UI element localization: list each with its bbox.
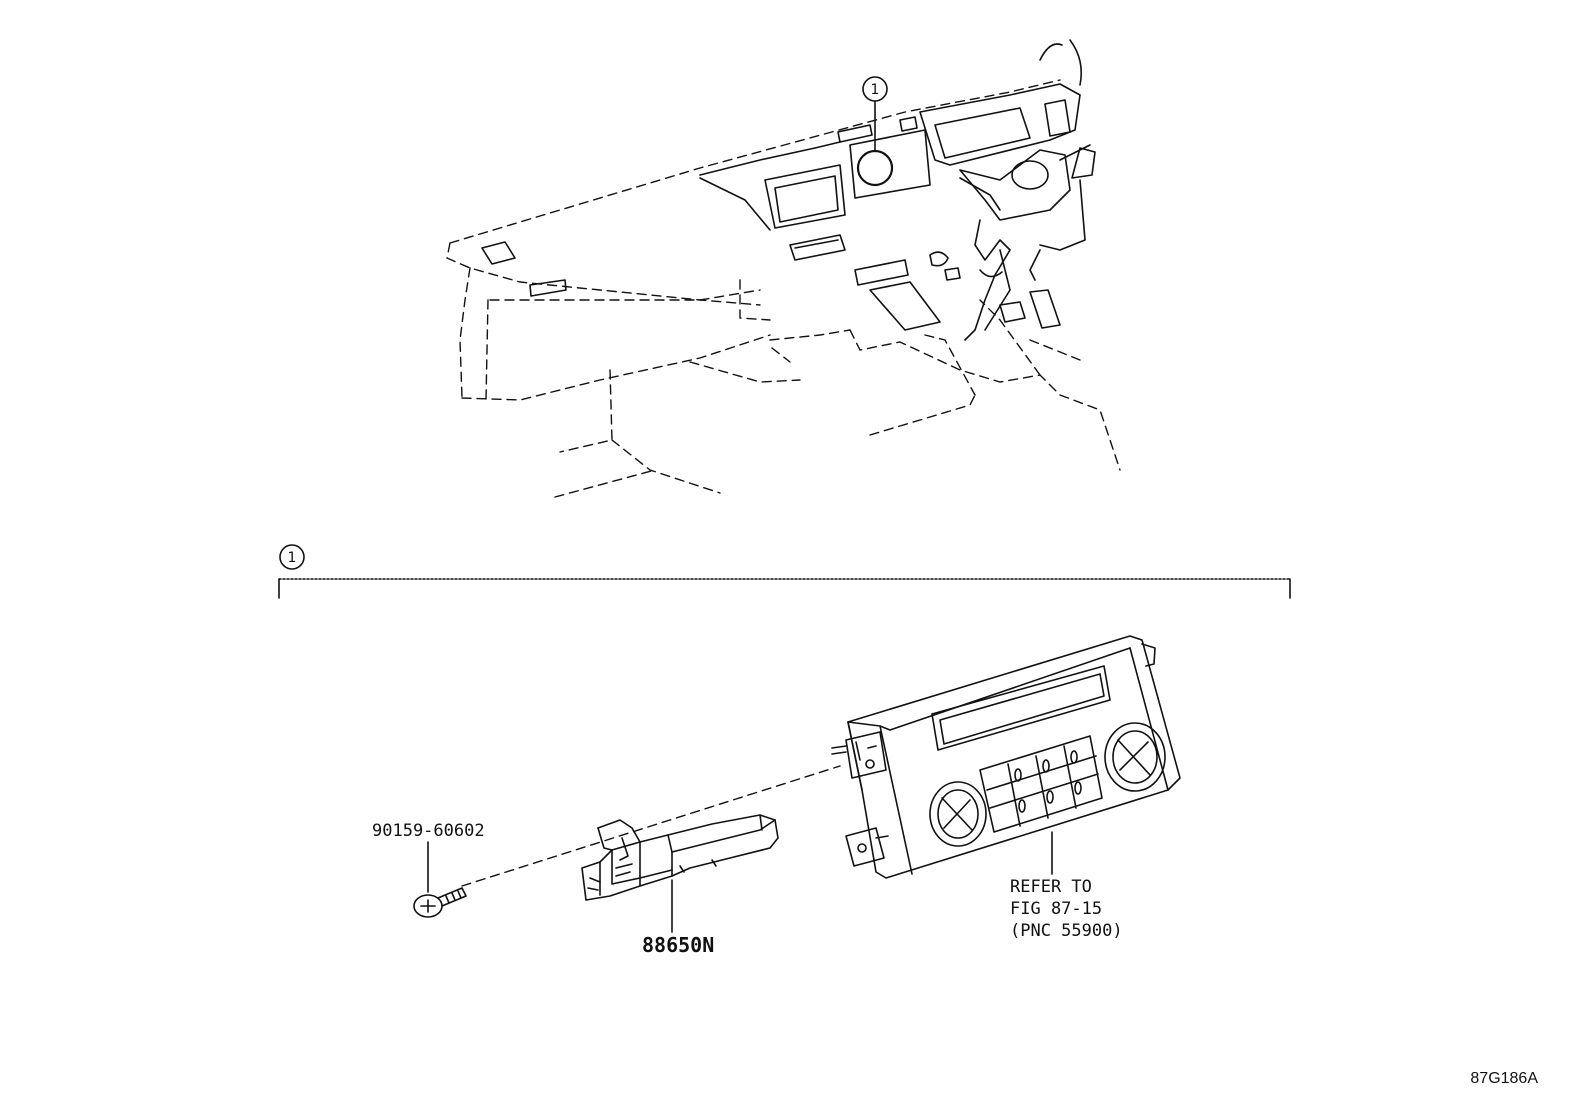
refer-note-line1: REFER TO — [1010, 877, 1092, 897]
assembly-line — [461, 765, 841, 887]
control-panel-part — [831, 635, 1181, 879]
screw-part — [413, 841, 467, 918]
screw-part-number: 90159-60602 — [372, 821, 485, 841]
section-bracket: 1 — [278, 544, 1291, 599]
ref-marker-circle — [862, 76, 888, 102]
ref-marker-label: 1 — [871, 82, 880, 98]
refer-note-line3: (PNC 55900) — [1010, 921, 1123, 941]
sensor-part-number: 88650N — [642, 933, 714, 957]
dashboard-illustration: 1 — [446, 39, 1121, 498]
section-marker-circle — [279, 544, 305, 570]
figure-id: 87G186A — [1470, 1070, 1538, 1087]
sensor-part — [581, 814, 779, 933]
target-location-circle — [856, 149, 894, 187]
refer-note-line2: FIG 87-15 — [1010, 899, 1102, 919]
section-marker-label: 1 — [288, 550, 297, 566]
